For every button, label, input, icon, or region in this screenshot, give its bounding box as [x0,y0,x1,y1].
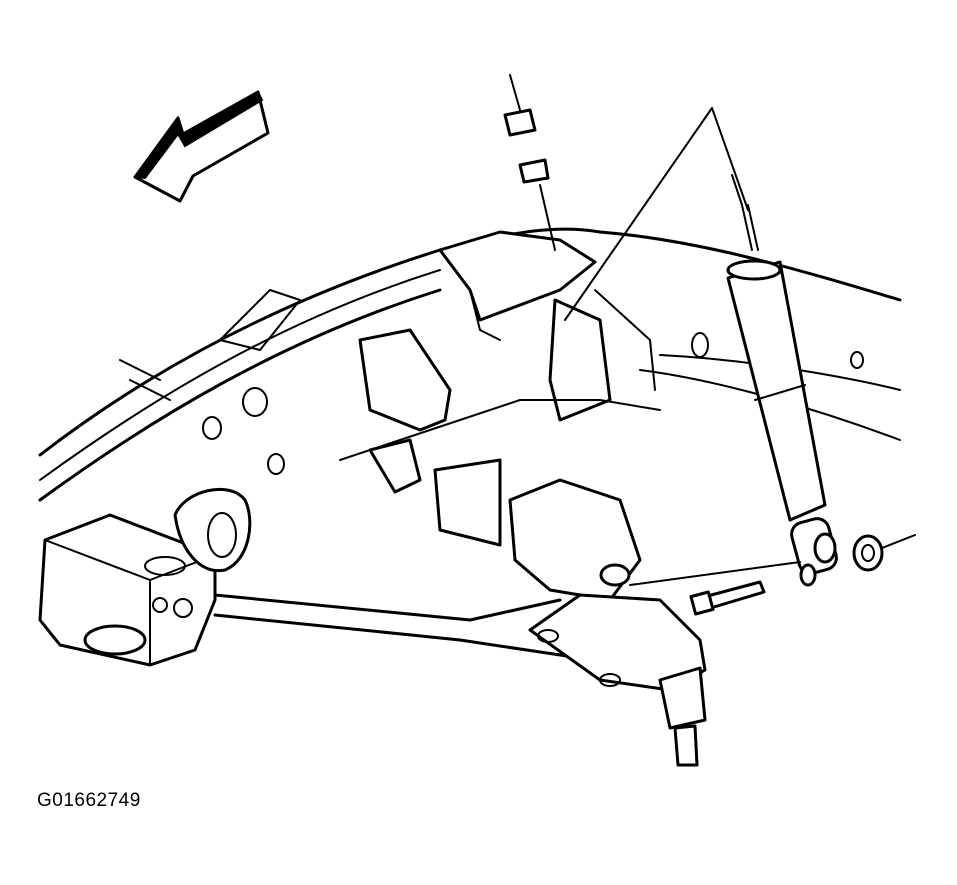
lower-control-arm [213,478,707,767]
lower-mount-hardware [689,534,916,616]
callout-leaders [564,107,801,586]
figure-id-label: G01662749 [37,790,141,811]
upper-mount-bracket [339,230,661,547]
cross-member [38,487,252,667]
shock-absorber [726,174,838,575]
upper-mount-hardware [503,74,556,251]
direction-arrow-icon [133,90,270,203]
frame-rail [38,227,902,502]
